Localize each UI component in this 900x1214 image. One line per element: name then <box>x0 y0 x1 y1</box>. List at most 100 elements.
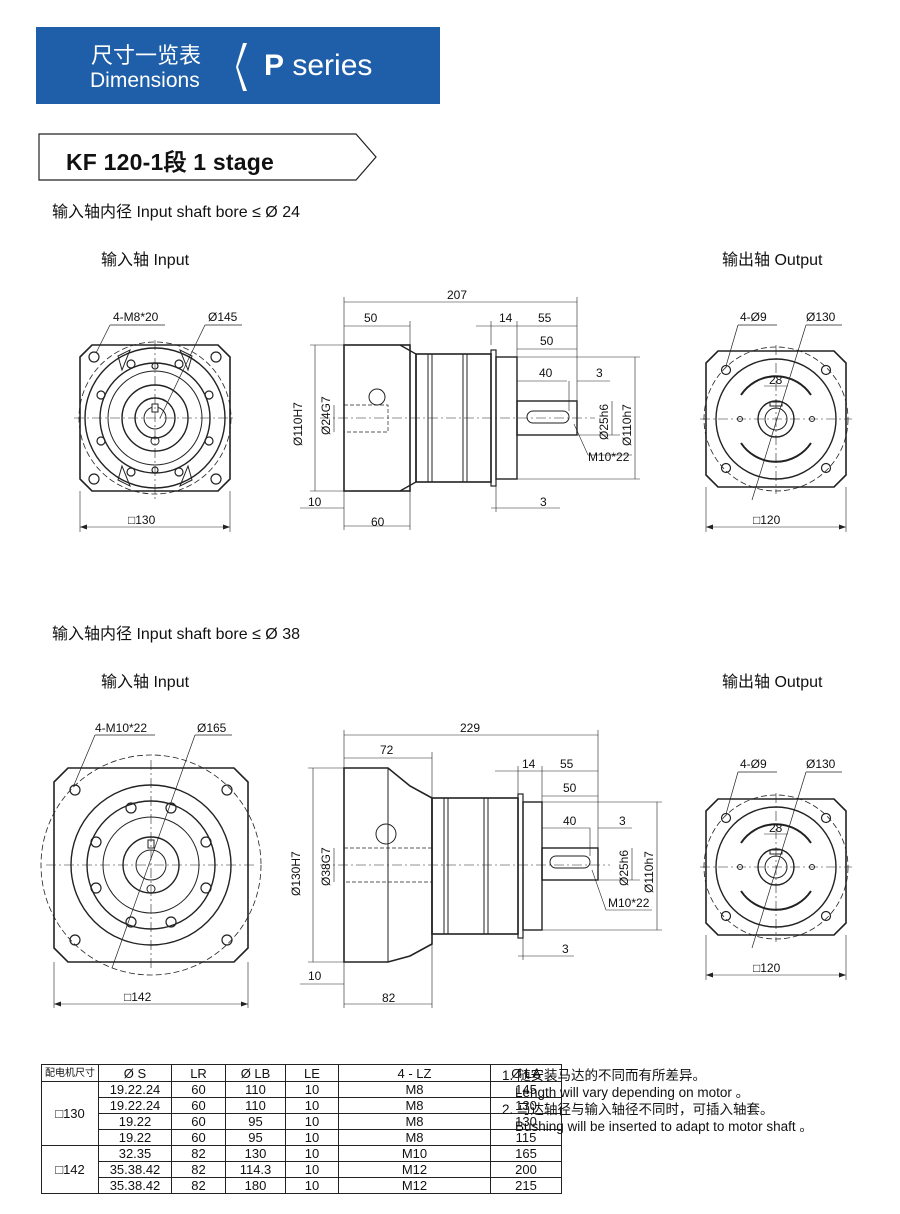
side-view-2 <box>300 730 662 1008</box>
table-cell: 19.22.24 <box>98 1097 172 1114</box>
dim-b-2: 14 <box>522 757 536 771</box>
table-cell: 165 <box>490 1145 562 1162</box>
table-cell: 19.22 <box>98 1129 172 1146</box>
table-cell: 200 <box>490 1161 562 1178</box>
table-cell: 82 <box>171 1161 226 1178</box>
table-cell: 215 <box>490 1177 562 1194</box>
dim-pilot-in-1: Ø110H7 <box>291 402 305 446</box>
dim-d-1: 50 <box>540 334 554 348</box>
table-cell: 32.35 <box>98 1145 172 1162</box>
table-cell: 114.3 <box>225 1161 286 1178</box>
series-title: P series <box>264 49 373 82</box>
dim-e-2: 40 <box>563 814 577 828</box>
dim-c-1: 55 <box>538 311 552 325</box>
chevron-left-icon <box>236 43 247 91</box>
dim-d-2: 50 <box>563 781 577 795</box>
group-label: □130 <box>41 1081 99 1146</box>
output-label-2: 输出轴 Output <box>722 674 823 691</box>
dim-tap-2: M10*22 <box>608 896 650 910</box>
note-1-cn: 1. 随安装马达的不同而有所差异。 <box>502 1068 707 1083</box>
table-cell: 10 <box>285 1081 339 1098</box>
header-motor-size: 配电机尺寸 <box>41 1064 99 1082</box>
dim-pcd-2: Ø165 <box>197 721 227 735</box>
header-banner: 尺寸一览表 Dimensions P series <box>36 27 440 104</box>
table-cell: 82 <box>171 1145 226 1162</box>
dim-a-1: 50 <box>364 311 378 325</box>
dim-key-1: 28 <box>769 373 783 387</box>
table-row: □130 19.22.24 60 110 10 M8 145 <box>41 1081 562 1146</box>
table-cell: M8 <box>338 1113 491 1130</box>
dim-pilot-out-2: Ø110h7 <box>642 851 656 893</box>
dim-pcd-1: Ø145 <box>208 310 238 324</box>
table-row: 35.38.42 82 114.3 10 M12 200 <box>42 1161 562 1178</box>
table-cell: 145 <box>490 1081 562 1098</box>
table-cell: 95 <box>225 1129 286 1146</box>
header-lr: LR <box>171 1064 226 1082</box>
output-flange-view-2 <box>700 771 852 980</box>
table-cell: M8 <box>338 1129 491 1146</box>
dim-shaft-1: Ø25h6 <box>597 404 611 440</box>
table-row: □142 32.35 82 130 10 M10 165 <box>41 1145 562 1194</box>
dim-overall-2: 229 <box>460 721 480 735</box>
table-row: 35.38.42 82 180 10 M12 215 <box>42 1177 562 1194</box>
table-cell: 60 <box>171 1129 226 1146</box>
header-lz: 4 - LZ <box>338 1064 491 1082</box>
stage-title-box: KF 120-1段 1 stage <box>38 133 378 181</box>
dim-h-1: 60 <box>371 515 385 529</box>
table-cell: M10 <box>338 1145 491 1162</box>
table-cell: 130 <box>490 1113 562 1130</box>
table-cell: 10 <box>285 1177 339 1194</box>
table-cell: 10 <box>285 1161 339 1178</box>
table-cell: 95 <box>225 1113 286 1130</box>
side-view-1 <box>300 297 640 530</box>
dim-h-2: 82 <box>382 991 396 1005</box>
group-label: □142 <box>41 1145 99 1194</box>
table-cell: 19.22 <box>98 1113 172 1130</box>
table-cell: 130 <box>225 1145 286 1162</box>
dim-square-2: □142 <box>124 990 152 1004</box>
dim-bolts-2: 4-M10*22 <box>95 721 147 735</box>
table-cell: 35.38.42 <box>98 1177 172 1194</box>
input-flange-view-1 <box>74 324 242 532</box>
header-le: LE <box>285 1064 339 1082</box>
dim-f-2: 3 <box>619 814 626 828</box>
dim-a-2: 72 <box>380 743 394 757</box>
table-cell: 60 <box>171 1113 226 1130</box>
table-cell: 35.38.42 <box>98 1161 172 1178</box>
notes: 1. 随安装马达的不同而有所差异。 Length will vary depen… <box>502 1067 813 1135</box>
dim-out-square-1: □120 <box>753 513 781 527</box>
output-label-1: 输出轴 Output <box>722 252 823 269</box>
table-cell: M12 <box>338 1161 491 1178</box>
dim-g-1: 10 <box>308 495 322 509</box>
dim-i-1: 3 <box>540 495 547 509</box>
header-title-en: Dimensions <box>90 69 200 92</box>
header-lb: Ø LB <box>225 1064 286 1082</box>
table-cell: M12 <box>338 1177 491 1194</box>
table-cell: 10 <box>285 1097 339 1114</box>
table-cell: 10 <box>285 1145 339 1162</box>
input-label-2: 输入轴 Input <box>101 674 190 691</box>
table-cell: 19.22.24 <box>98 1081 172 1098</box>
dim-overall-1: 207 <box>447 288 467 302</box>
table-cell: M8 <box>338 1097 491 1114</box>
table-cell: 130 <box>490 1097 562 1114</box>
dim-key-2: 28 <box>769 821 783 835</box>
spec-table: 配电机尺寸 Ø S LR Ø LB LE 4 - LZ Ø LA □130 19… <box>41 1064 562 1194</box>
dim-holes-1: 4-Ø9 <box>740 310 767 324</box>
note-2-cn: 2. 马达轴径与输入轴径不同时，可插入轴套。 <box>502 1102 774 1117</box>
note-1-en: Length will vary depending on motor 。 <box>515 1085 750 1100</box>
table-cell: 82 <box>171 1177 226 1194</box>
dim-f-1: 3 <box>596 366 603 380</box>
dim-out-pcd-2: Ø130 <box>806 757 836 771</box>
table-cell: 10 <box>285 1129 339 1146</box>
dim-tap-1: M10*22 <box>588 450 630 464</box>
dim-b-1: 14 <box>499 311 513 325</box>
table-cell: 60 <box>171 1097 226 1114</box>
table-row: 19.22.24 60 110 10 M8 130 <box>42 1097 562 1114</box>
dim-g-2: 10 <box>308 969 322 983</box>
dim-pilot-out-1: Ø110h7 <box>620 404 634 446</box>
dim-holes-2: 4-Ø9 <box>740 757 767 771</box>
dim-out-pcd-1: Ø130 <box>806 310 836 324</box>
dim-i-2: 3 <box>562 942 569 956</box>
